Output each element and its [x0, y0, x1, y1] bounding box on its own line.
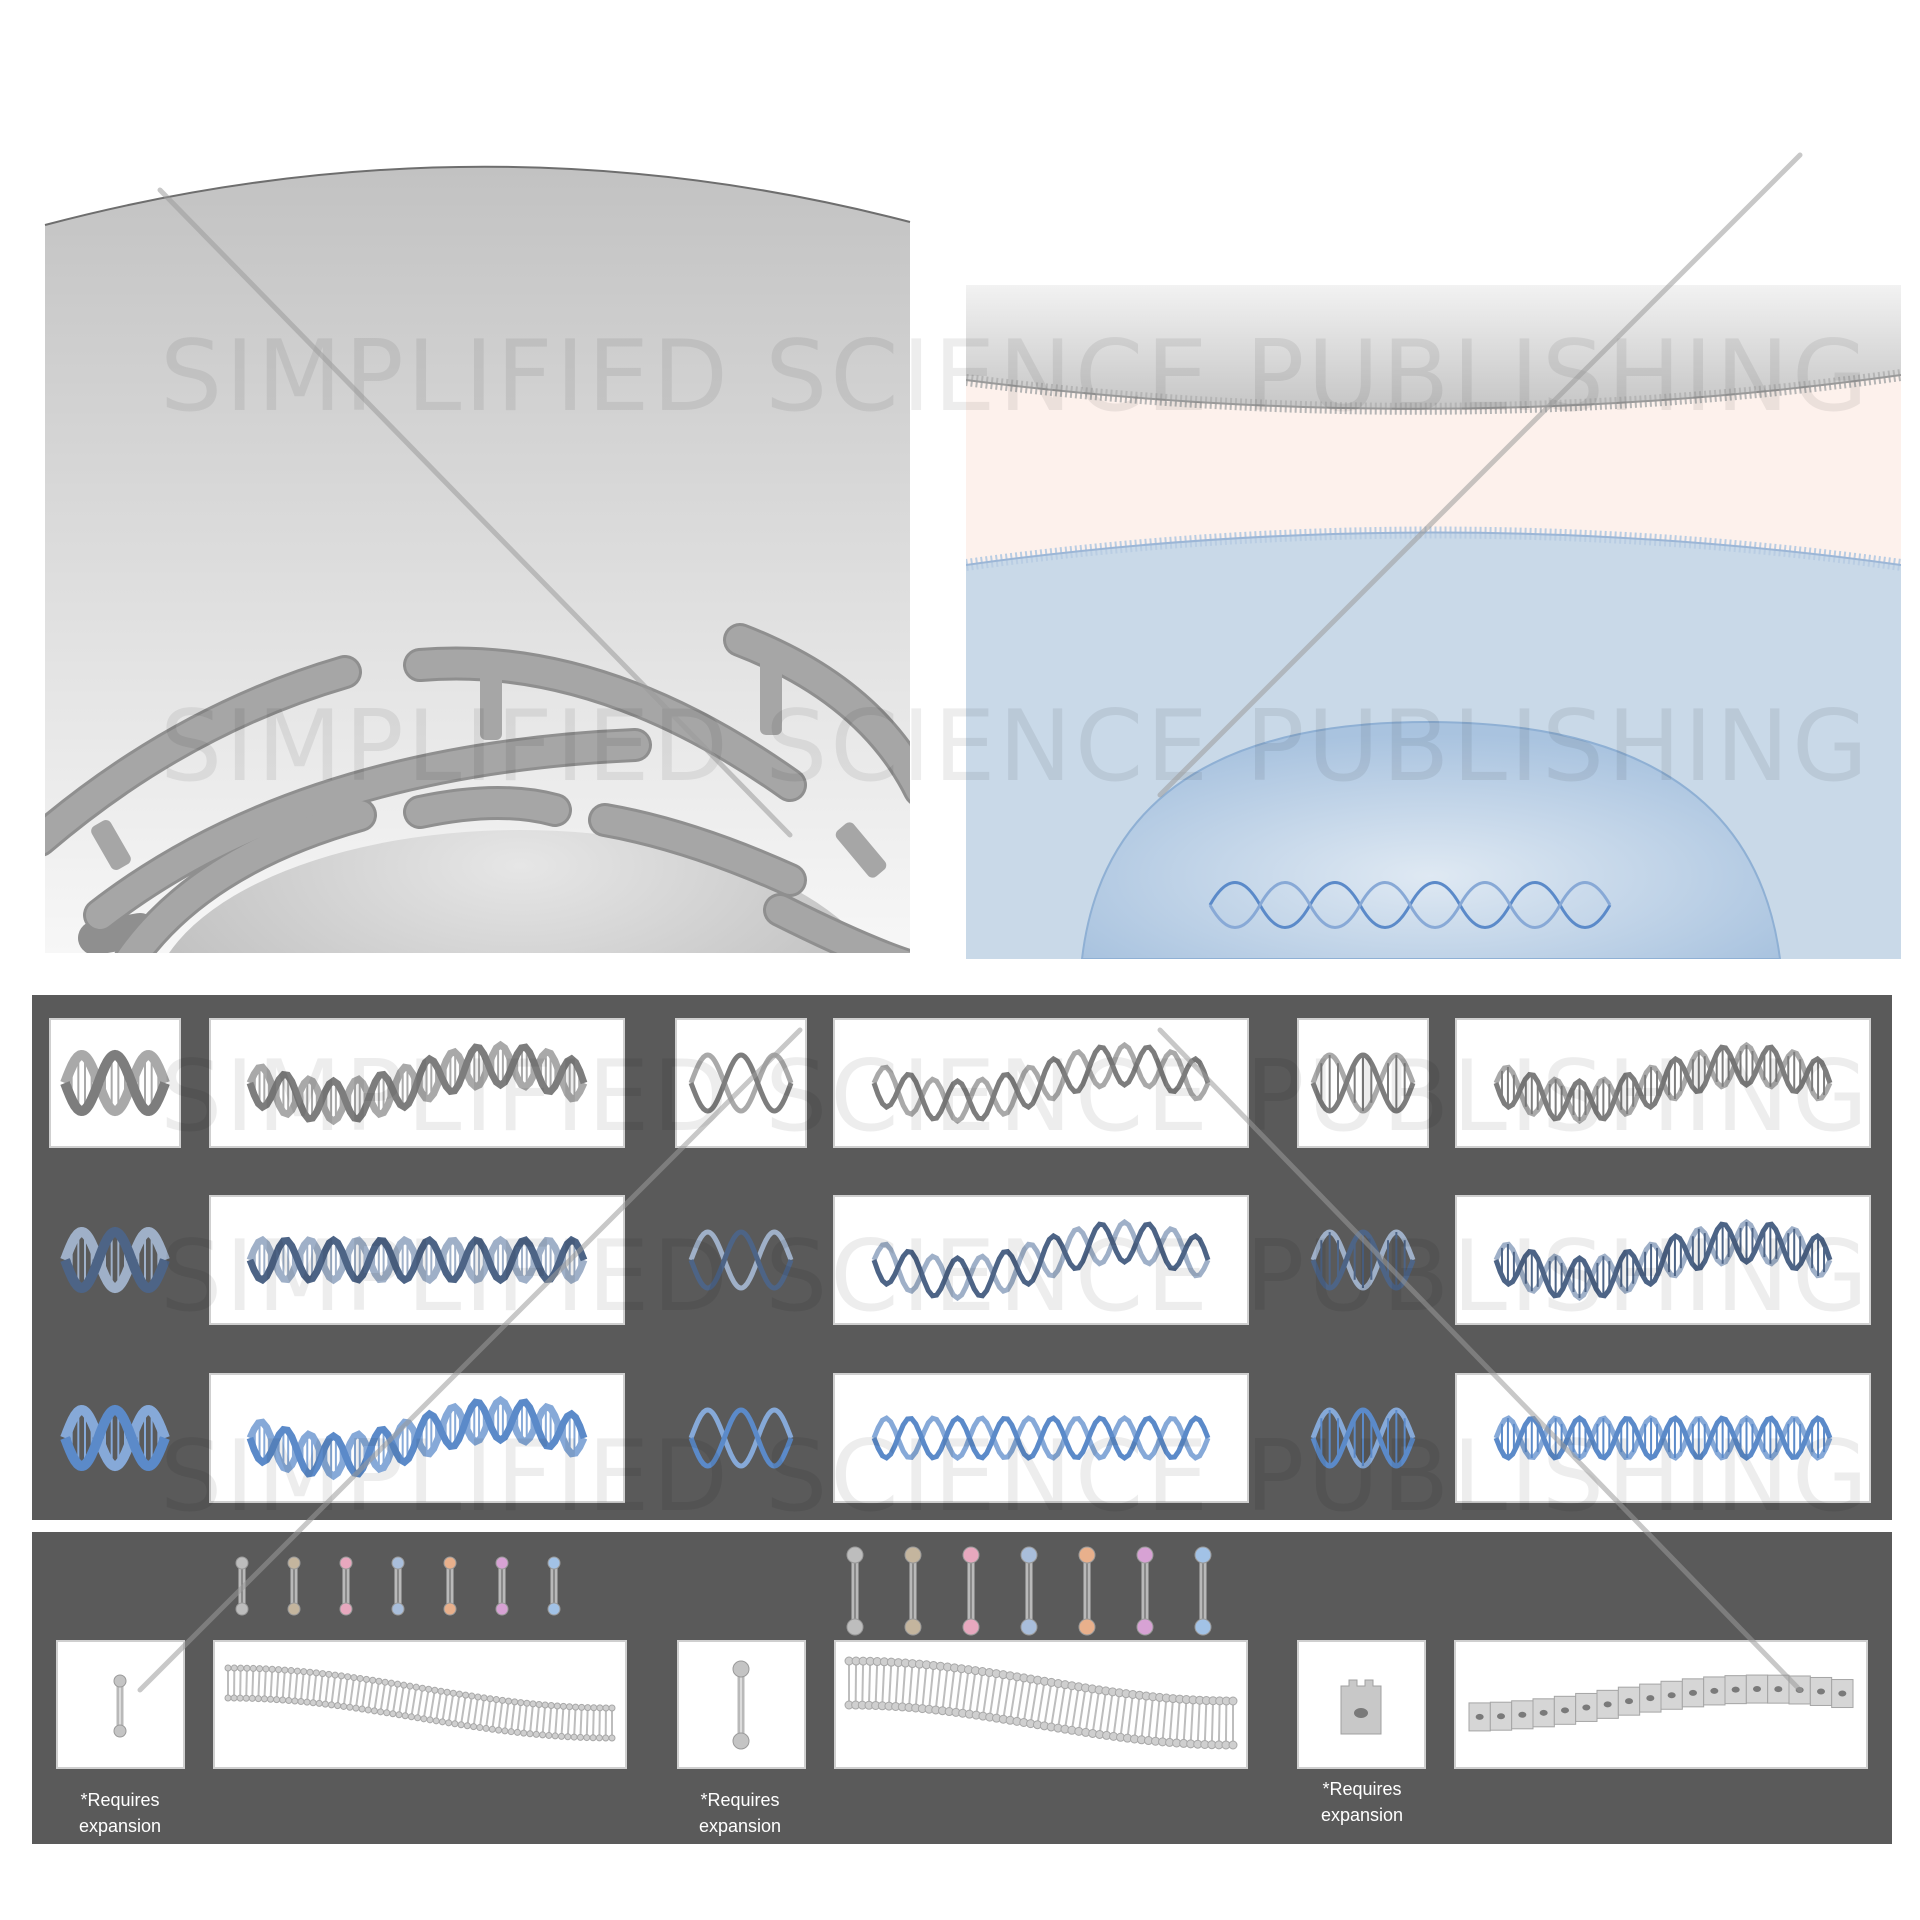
phospholipid-tile	[677, 1640, 806, 1769]
dna-ribbon-in-nucleus	[1208, 881, 1612, 929]
phospholipid-icon-small	[235, 1556, 249, 1616]
phospholipid-icon-small	[443, 1556, 457, 1616]
phospholipid-icon-small	[547, 1556, 561, 1616]
phospholipid-icon-small	[287, 1556, 301, 1616]
epithelium-tile	[1454, 1640, 1868, 1769]
phospholipid-icon-small	[495, 1556, 509, 1616]
phospholipid-icon-large	[962, 1546, 980, 1636]
phospholipid-icon-large	[1194, 1546, 1212, 1636]
phospholipid-tile	[56, 1640, 185, 1769]
lipid-bilayer-tile	[213, 1640, 627, 1769]
phospholipid-icon-large	[846, 1546, 864, 1636]
epithelial-cell-tile	[1297, 1640, 1426, 1769]
phospholipid-icon-small	[339, 1556, 353, 1616]
phospholipid-icon-large	[1136, 1546, 1154, 1636]
phospholipid-icon-large	[1078, 1546, 1096, 1636]
phospholipid-icon-large	[1020, 1546, 1038, 1636]
phospholipid-icon-large	[904, 1546, 922, 1636]
phospholipid-icon-small	[391, 1556, 405, 1616]
lipid-bilayer-tile	[834, 1640, 1248, 1769]
